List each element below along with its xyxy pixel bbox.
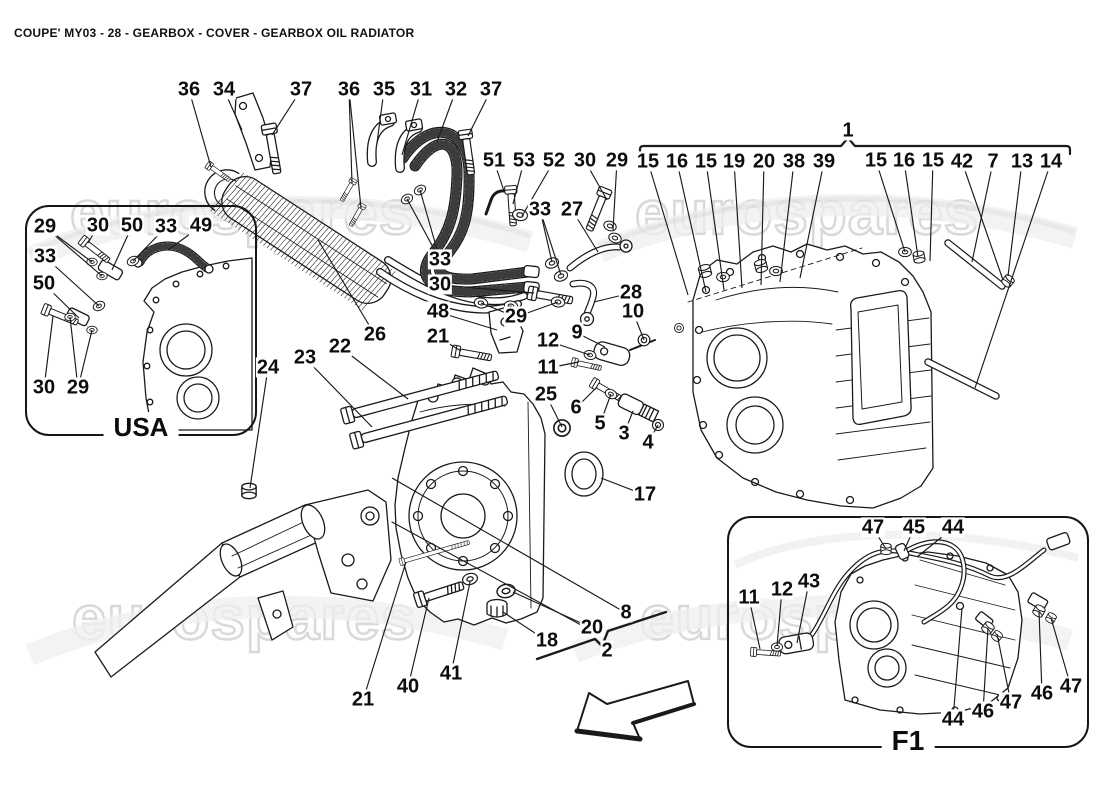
callout-5: 5 <box>593 412 607 435</box>
callout-47: 47 <box>998 691 1024 714</box>
callout-33: 33 <box>527 198 553 221</box>
callout-30: 30 <box>31 376 57 399</box>
callout-15: 15 <box>920 149 946 172</box>
callout-24: 24 <box>255 356 281 379</box>
callout-12: 12 <box>769 578 795 601</box>
callout-8: 8 <box>619 601 633 624</box>
callout-42: 42 <box>949 150 975 173</box>
callout-41: 41 <box>438 662 464 685</box>
callout-47: 47 <box>1058 675 1084 698</box>
callout-30: 30 <box>85 214 111 237</box>
direction-arrow-icon <box>574 680 696 742</box>
callout-20: 20 <box>579 616 605 639</box>
callout-30: 30 <box>572 149 598 172</box>
callout-1: 1 <box>841 119 855 142</box>
callout-13: 13 <box>1009 150 1035 173</box>
callout-52: 52 <box>541 149 567 172</box>
callout-10: 10 <box>620 300 646 323</box>
callout-48: 48 <box>425 300 451 323</box>
callout-23: 23 <box>292 346 318 369</box>
studs-right <box>898 239 1017 400</box>
callout-39: 39 <box>811 150 837 173</box>
callout-33: 33 <box>32 245 58 268</box>
callout-32: 32 <box>443 78 469 101</box>
callout-21: 21 <box>425 325 451 348</box>
usa-inset-frame: USA <box>25 205 257 443</box>
callout-3: 3 <box>617 422 631 445</box>
callout-47: 47 <box>860 516 886 539</box>
callout-38: 38 <box>781 150 807 173</box>
callout-19: 19 <box>721 150 747 173</box>
callout-2: 2 <box>600 639 614 662</box>
callout-26: 26 <box>362 323 388 346</box>
callout-29: 29 <box>604 149 630 172</box>
union-and-detent <box>553 322 685 437</box>
callout-37: 37 <box>288 78 314 101</box>
callout-36: 36 <box>176 78 202 101</box>
f1-inset-caption: F1 <box>881 725 935 757</box>
callout-15: 15 <box>863 149 889 172</box>
callout-15: 15 <box>693 150 719 173</box>
callout-29: 29 <box>32 215 58 238</box>
callout-6: 6 <box>569 396 583 419</box>
callout-20: 20 <box>751 150 777 173</box>
callout-53: 53 <box>511 149 537 172</box>
callout-50: 50 <box>119 214 145 237</box>
callout-51: 51 <box>481 149 507 172</box>
callout-18: 18 <box>534 629 560 652</box>
gearbox-cover <box>394 367 604 626</box>
callout-29: 29 <box>65 376 91 399</box>
callout-11: 11 <box>737 586 761 609</box>
small-hardware-top <box>204 122 624 246</box>
callout-11: 11 <box>536 356 560 379</box>
callout-16: 16 <box>891 149 917 172</box>
callout-46: 46 <box>970 700 996 723</box>
callout-43: 43 <box>796 570 822 593</box>
callout-36: 36 <box>336 78 362 101</box>
callout-4: 4 <box>641 431 655 454</box>
callout-45: 45 <box>901 516 927 539</box>
gearbox-housing <box>687 243 934 509</box>
callout-27: 27 <box>559 198 585 221</box>
callout-31: 31 <box>408 78 434 101</box>
callout-44: 44 <box>940 516 966 539</box>
callout-30: 30 <box>427 273 453 296</box>
callout-14: 14 <box>1038 150 1064 173</box>
callout-35: 35 <box>371 78 397 101</box>
callout-7: 7 <box>986 150 1000 173</box>
usa-inset-caption: USA <box>103 412 179 443</box>
f1-inset-art <box>749 532 1071 715</box>
callout-17: 17 <box>632 483 658 506</box>
callout-9: 9 <box>570 321 584 344</box>
callout-33: 33 <box>153 215 179 238</box>
callout-21: 21 <box>350 688 376 711</box>
page-title: COUPE' MY03 - 28 - GEARBOX - COVER - GEA… <box>14 26 415 40</box>
callout-22: 22 <box>327 335 353 358</box>
callout-44: 44 <box>940 708 966 731</box>
callout-46: 46 <box>1029 682 1055 705</box>
callout-16: 16 <box>664 150 690 173</box>
callout-50: 50 <box>31 272 57 295</box>
callout-25: 25 <box>533 383 559 406</box>
callout-33: 33 <box>427 248 453 271</box>
callout-34: 34 <box>211 78 237 101</box>
callout-29: 29 <box>503 305 529 328</box>
callout-28: 28 <box>618 281 644 304</box>
callout-12: 12 <box>535 329 561 352</box>
usa-inset-art <box>40 234 253 431</box>
driveshaft-tube <box>94 489 392 678</box>
f1-inset-frame: F1 <box>727 516 1089 757</box>
callout-40: 40 <box>395 675 421 698</box>
callout-37: 37 <box>478 78 504 101</box>
callout-15: 15 <box>635 150 661 173</box>
callout-49: 49 <box>188 214 214 237</box>
